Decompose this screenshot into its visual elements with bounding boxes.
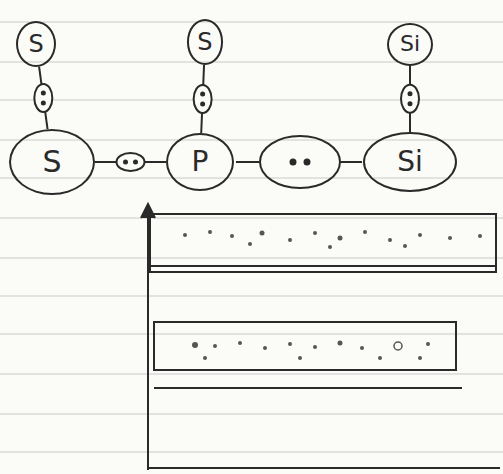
atom-symbol: Si [397, 148, 423, 176]
band-diagram [141, 204, 500, 470]
atom-circle: S [16, 21, 56, 67]
charge-dots [183, 230, 482, 360]
atom-symbol: Si [400, 33, 420, 55]
atom-circle: Si [363, 132, 457, 192]
atom-symbol: S [28, 32, 43, 56]
covalent-bond [34, 67, 52, 129]
ruled-lines [0, 22, 503, 452]
atom-circle: S [9, 129, 95, 195]
atom-circle: P [166, 133, 234, 191]
atom-symbol: S [197, 30, 212, 54]
atom-circle: Si [387, 23, 433, 66]
vacancy-site [236, 136, 362, 188]
covalent-bond [194, 65, 212, 133]
covalent-bond [401, 66, 419, 133]
atom-symbol: S [42, 147, 61, 177]
atom-circle: S [187, 19, 224, 65]
atom-symbol: P [192, 148, 209, 176]
covalent-bond [95, 153, 166, 171]
